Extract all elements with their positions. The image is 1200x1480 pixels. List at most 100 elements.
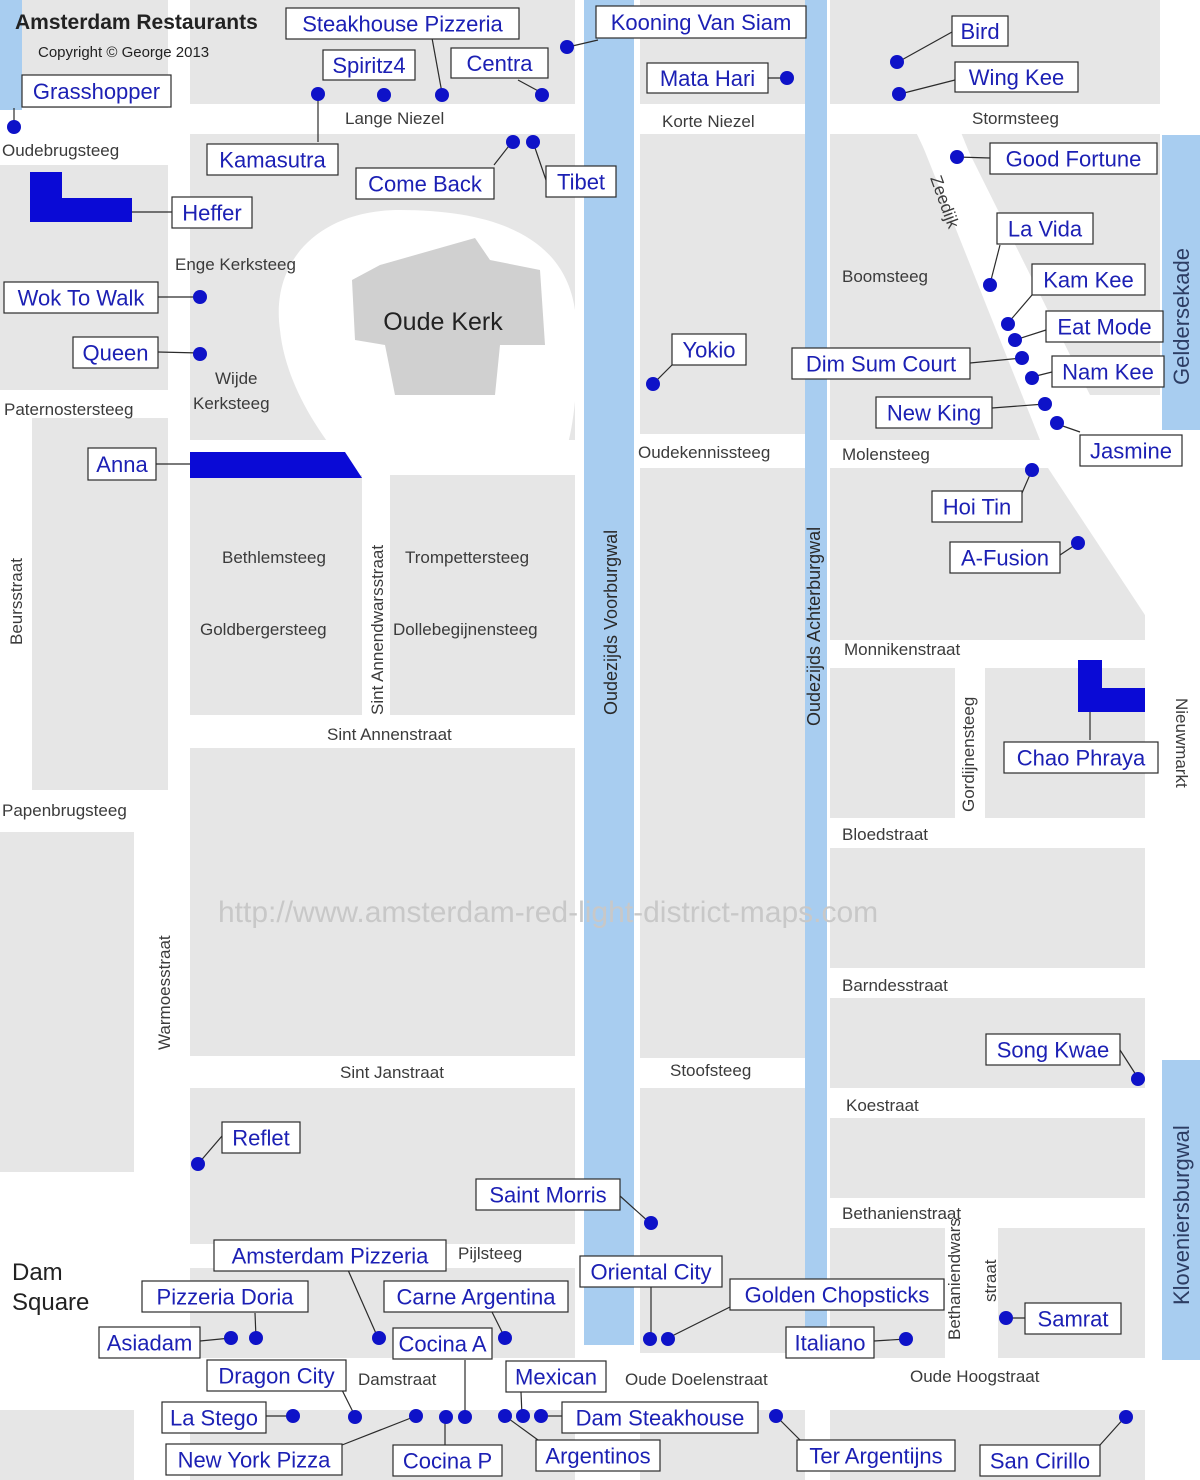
location-dot[interactable] [311, 87, 325, 101]
restaurant-label-carne-argentina[interactable]: Carne Argentina [383, 1280, 569, 1313]
restaurant-label-amsterdam-pizzeria[interactable]: Amsterdam Pizzeria [213, 1239, 447, 1272]
location-dot[interactable] [193, 290, 207, 304]
restaurant-label-dragon-city[interactable]: Dragon City [206, 1359, 347, 1392]
restaurant-label-golden-chopsticks[interactable]: Golden Chopsticks [729, 1278, 945, 1311]
restaurant-label-oriental-city[interactable]: Oriental City [579, 1255, 723, 1288]
label-box [729, 1278, 945, 1311]
restaurant-label-dim-sum-court[interactable]: Dim Sum Court [791, 347, 971, 380]
restaurant-label-italiano[interactable]: Italiano [785, 1326, 875, 1359]
location-dot[interactable] [372, 1331, 386, 1345]
location-dot[interactable] [224, 1331, 238, 1345]
restaurant-label-la-stego[interactable]: La Stego [161, 1401, 267, 1434]
location-dot[interactable] [644, 1216, 658, 1230]
location-dot[interactable] [646, 377, 660, 391]
location-dot[interactable] [535, 88, 549, 102]
restaurant-label-queen[interactable]: Queen [72, 336, 159, 369]
location-dot[interactable] [950, 150, 964, 164]
location-dot[interactable] [348, 1410, 362, 1424]
location-dot[interactable] [890, 55, 904, 69]
restaurant-label-samrat[interactable]: Samrat [1024, 1302, 1122, 1335]
location-dot[interactable] [1015, 351, 1029, 365]
restaurant-label-kooning-van-siam[interactable]: Kooning Van Siam [595, 5, 807, 39]
restaurant-label-steakhouse-pizzeria[interactable]: Steakhouse Pizzeria [285, 7, 520, 40]
location-dot[interactable] [1001, 317, 1015, 331]
location-dot[interactable] [193, 347, 207, 361]
restaurant-label-a-fusion[interactable]: A-Fusion [949, 541, 1061, 574]
location-dot[interactable] [1025, 463, 1039, 477]
restaurant-name: Tibet [557, 170, 605, 195]
location-dot[interactable] [7, 120, 21, 134]
restaurant-label-la-vida[interactable]: La Vida [996, 212, 1094, 245]
location-dot[interactable] [1131, 1072, 1145, 1086]
restaurant-label-song-kwae[interactable]: Song Kwae [985, 1033, 1121, 1066]
location-dot[interactable] [999, 1311, 1013, 1325]
restaurant-label-hoi-tin[interactable]: Hoi Tin [931, 490, 1023, 523]
restaurant-label-asiadam[interactable]: Asiadam [98, 1326, 201, 1359]
restaurant-label-anna[interactable]: Anna [87, 447, 157, 481]
street-label: Lange Niezel [345, 109, 444, 128]
location-dot[interactable] [769, 1409, 783, 1423]
restaurant-label-dam-steakhouse[interactable]: Dam Steakhouse [561, 1401, 759, 1434]
location-dot[interactable] [516, 1409, 530, 1423]
restaurant-label-nam-kee[interactable]: Nam Kee [1051, 355, 1165, 388]
restaurant-label-jasmine[interactable]: Jasmine [1079, 434, 1183, 467]
location-dot[interactable] [498, 1409, 512, 1423]
street-label: Wijde [215, 369, 258, 388]
restaurant-label-grasshopper[interactable]: Grasshopper [21, 74, 172, 108]
restaurant-label-new-king[interactable]: New King [875, 396, 993, 429]
location-dot[interactable] [1038, 397, 1052, 411]
restaurant-label-spiritz4[interactable]: Spiritz4 [322, 49, 416, 81]
restaurant-label-san-cirillo[interactable]: San Cirillo [979, 1444, 1101, 1477]
restaurant-name: Asiadam [107, 1331, 193, 1356]
restaurant-label-ter-argentijns[interactable]: Ter Argentijns [796, 1439, 956, 1472]
restaurant-label-cocina-p[interactable]: Cocina P [392, 1444, 503, 1477]
location-dot[interactable] [439, 1410, 453, 1424]
restaurant-label-chao-phraya[interactable]: Chao Phraya [1003, 741, 1159, 774]
restaurant-label-centra[interactable]: Centra [450, 47, 549, 79]
location-dot[interactable] [249, 1331, 263, 1345]
restaurant-label-cocina-a[interactable]: Cocina A [392, 1327, 493, 1360]
location-dot[interactable] [1119, 1410, 1133, 1424]
location-dot[interactable] [506, 135, 520, 149]
restaurant-label-argentinos[interactable]: Argentinos [535, 1439, 661, 1472]
city-block [640, 468, 805, 1058]
restaurant-label-new-york-pizza[interactable]: New York Pizza [165, 1443, 343, 1476]
location-dot[interactable] [458, 1410, 472, 1424]
location-dot[interactable] [899, 1332, 913, 1346]
restaurant-label-heffer[interactable]: Heffer [171, 196, 253, 229]
restaurant-label-kam-kee[interactable]: Kam Kee [1031, 263, 1146, 296]
location-dot[interactable] [534, 1409, 548, 1423]
location-dot[interactable] [191, 1157, 205, 1171]
location-dot[interactable] [780, 71, 794, 85]
restaurant-label-tibet[interactable]: Tibet [545, 165, 617, 198]
restaurant-label-yokio[interactable]: Yokio [671, 333, 747, 366]
restaurant-label-kamasutra[interactable]: Kamasutra [206, 143, 339, 176]
restaurant-label-bird[interactable]: Bird [951, 15, 1009, 47]
restaurant-label-good-fortune[interactable]: Good Fortune [989, 142, 1158, 175]
location-dot[interactable] [643, 1332, 657, 1346]
restaurant-label-mata-hari[interactable]: Mata Hari [646, 62, 769, 94]
location-dot[interactable] [498, 1331, 512, 1345]
location-dot[interactable] [377, 88, 391, 102]
location-dot[interactable] [892, 87, 906, 101]
location-dot[interactable] [526, 135, 540, 149]
location-dot[interactable] [1025, 371, 1039, 385]
location-dot[interactable] [286, 1409, 300, 1423]
restaurant-name: La Vida [1008, 217, 1083, 242]
location-dot[interactable] [983, 278, 997, 292]
restaurant-label-saint-morris[interactable]: Saint Morris [475, 1178, 621, 1211]
location-dot[interactable] [1008, 333, 1022, 347]
location-dot[interactable] [435, 88, 449, 102]
restaurant-label-reflet[interactable]: Reflet [221, 1121, 301, 1154]
restaurant-label-eat-mode[interactable]: Eat Mode [1045, 310, 1164, 343]
restaurant-label-pizzeria-doria[interactable]: Pizzeria Doria [141, 1280, 309, 1313]
restaurant-label-wok-to-walk[interactable]: Wok To Walk [3, 281, 159, 314]
restaurant-label-wing-kee[interactable]: Wing Kee [954, 61, 1079, 93]
location-dot[interactable] [1050, 416, 1064, 430]
location-dot[interactable] [560, 40, 574, 54]
restaurant-label-mexican[interactable]: Mexican [505, 1360, 607, 1393]
restaurant-label-come-back[interactable]: Come Back [355, 167, 495, 200]
location-dot[interactable] [1071, 536, 1085, 550]
location-dot[interactable] [661, 1332, 675, 1346]
location-dot[interactable] [409, 1409, 423, 1423]
